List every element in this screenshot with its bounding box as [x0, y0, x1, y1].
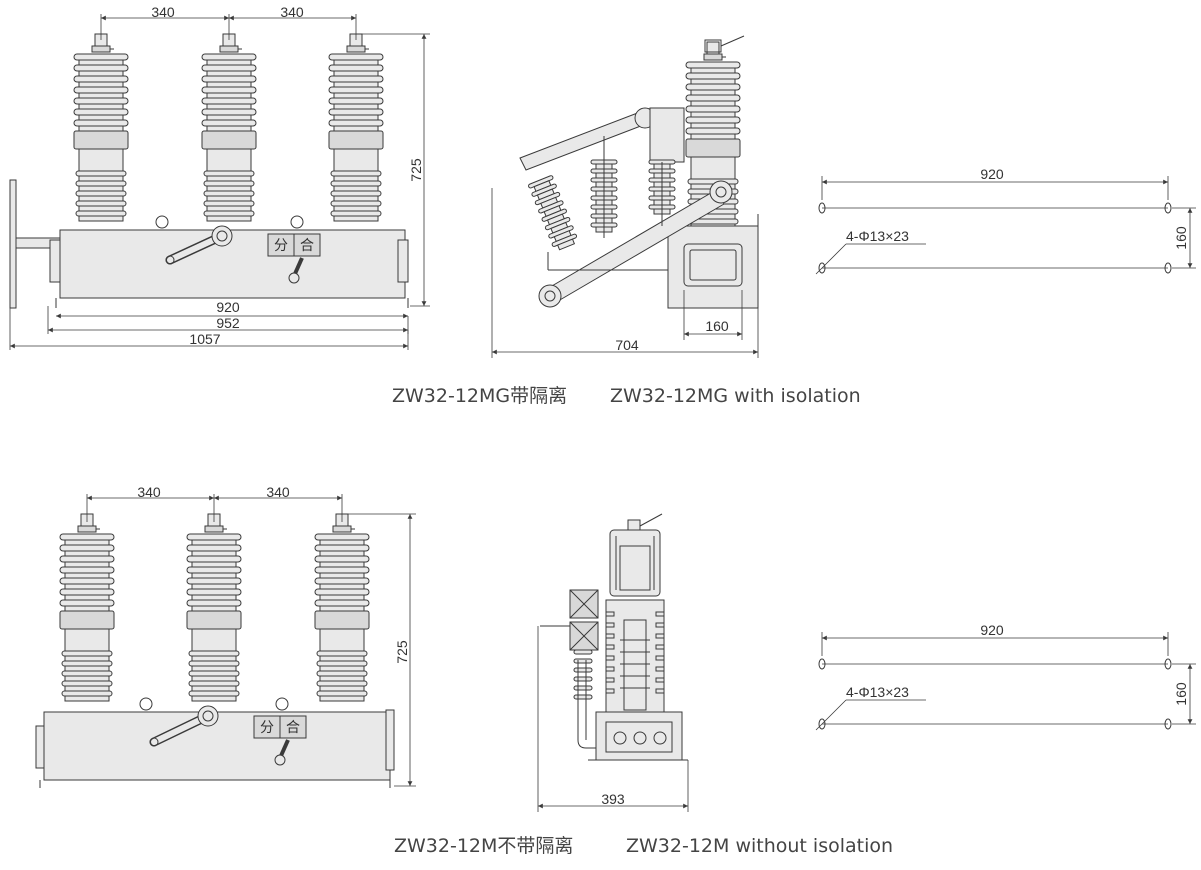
insulator-pole-3 [328, 33, 384, 222]
left-mount-bracket [9, 179, 17, 309]
dim-pole-spacing-1-bottom: 340 [137, 484, 161, 500]
mount-dim-height: 160 [1173, 226, 1189, 250]
mount-dim-width-bottom: 920 [980, 622, 1004, 638]
dim-width-920: 920 [216, 299, 240, 315]
insulator-pole-1-bottom [59, 513, 115, 702]
breaker-body [59, 229, 406, 299]
insulator-pole-2-bottom [186, 513, 242, 702]
top-side-dimensions: 160 704 [491, 188, 759, 358]
lifting-eye [290, 215, 304, 229]
mechanism-base [595, 711, 683, 761]
top-side-view [519, 35, 759, 309]
dim-base-160: 160 [705, 318, 729, 334]
body-left-lug [49, 239, 61, 283]
switch-open-label-bottom: 分 [260, 719, 274, 735]
dim-pole-spacing-2-bottom: 340 [266, 484, 290, 500]
upper-housing [609, 529, 661, 597]
mount-holes-label-bottom: 4-Φ13×23 [846, 684, 909, 700]
isolation-top-arm [519, 111, 647, 171]
caption-cn-top: ZW32-12MG带隔离 [392, 385, 567, 407]
top-mount-plan: 920 160 4-Φ13×23 [815, 166, 1196, 275]
dim-width-1057: 1057 [189, 331, 220, 347]
switch-close-label-bottom: 合 [286, 719, 300, 735]
top-front-dimensions: 340 340 725 920 952 1057 [9, 4, 430, 350]
top-front-view: 分 合 [9, 179, 409, 309]
lever-hub [211, 225, 233, 247]
breaker-body-bottom [43, 711, 391, 781]
bottom-front-view: 分 合 [35, 697, 395, 788]
caption-en-bottom: ZW32-12M without isolation [626, 835, 893, 857]
bottom-side-dimensions: 393 [537, 626, 689, 812]
lifting-eye [275, 697, 289, 711]
insulator-pole-3-bottom [314, 513, 370, 702]
dim-pole-spacing-2: 340 [280, 4, 304, 20]
isolation-housing [649, 107, 685, 163]
lever-hub-bottom [197, 705, 219, 727]
mount-dim-height-bottom: 160 [1173, 682, 1189, 706]
bottom-mount-plan: 920 160 4-Φ13×23 [815, 622, 1196, 731]
lifting-eye [139, 697, 153, 711]
switch-open-label: 分 [274, 237, 288, 253]
mount-dim-width: 920 [980, 166, 1004, 182]
insulator-pole-1 [73, 33, 129, 222]
dim-depth-704: 704 [615, 337, 639, 353]
bottom-front-dimensions: 340 340 725 [86, 484, 416, 787]
caption-cn-bottom: ZW32-12M不带隔离 [394, 835, 573, 857]
lifting-eye [155, 215, 169, 229]
mount-holes-label: 4-Φ13×23 [846, 228, 909, 244]
dim-pole-spacing-1: 340 [151, 4, 175, 20]
insulator-pole-2 [201, 33, 257, 222]
lower-insulator-body [605, 599, 665, 713]
dim-total-height: 725 [408, 158, 424, 182]
dim-depth-393: 393 [601, 791, 625, 807]
caption-en-top: ZW32-12MG with isolation [610, 385, 861, 407]
dim-width-952: 952 [216, 315, 240, 331]
switch-close-label: 合 [300, 237, 314, 253]
bottom-side-view [540, 513, 688, 761]
dim-total-height-bottom: 725 [394, 640, 410, 664]
body-right-lug [397, 239, 409, 283]
mechanism-box [667, 225, 759, 309]
